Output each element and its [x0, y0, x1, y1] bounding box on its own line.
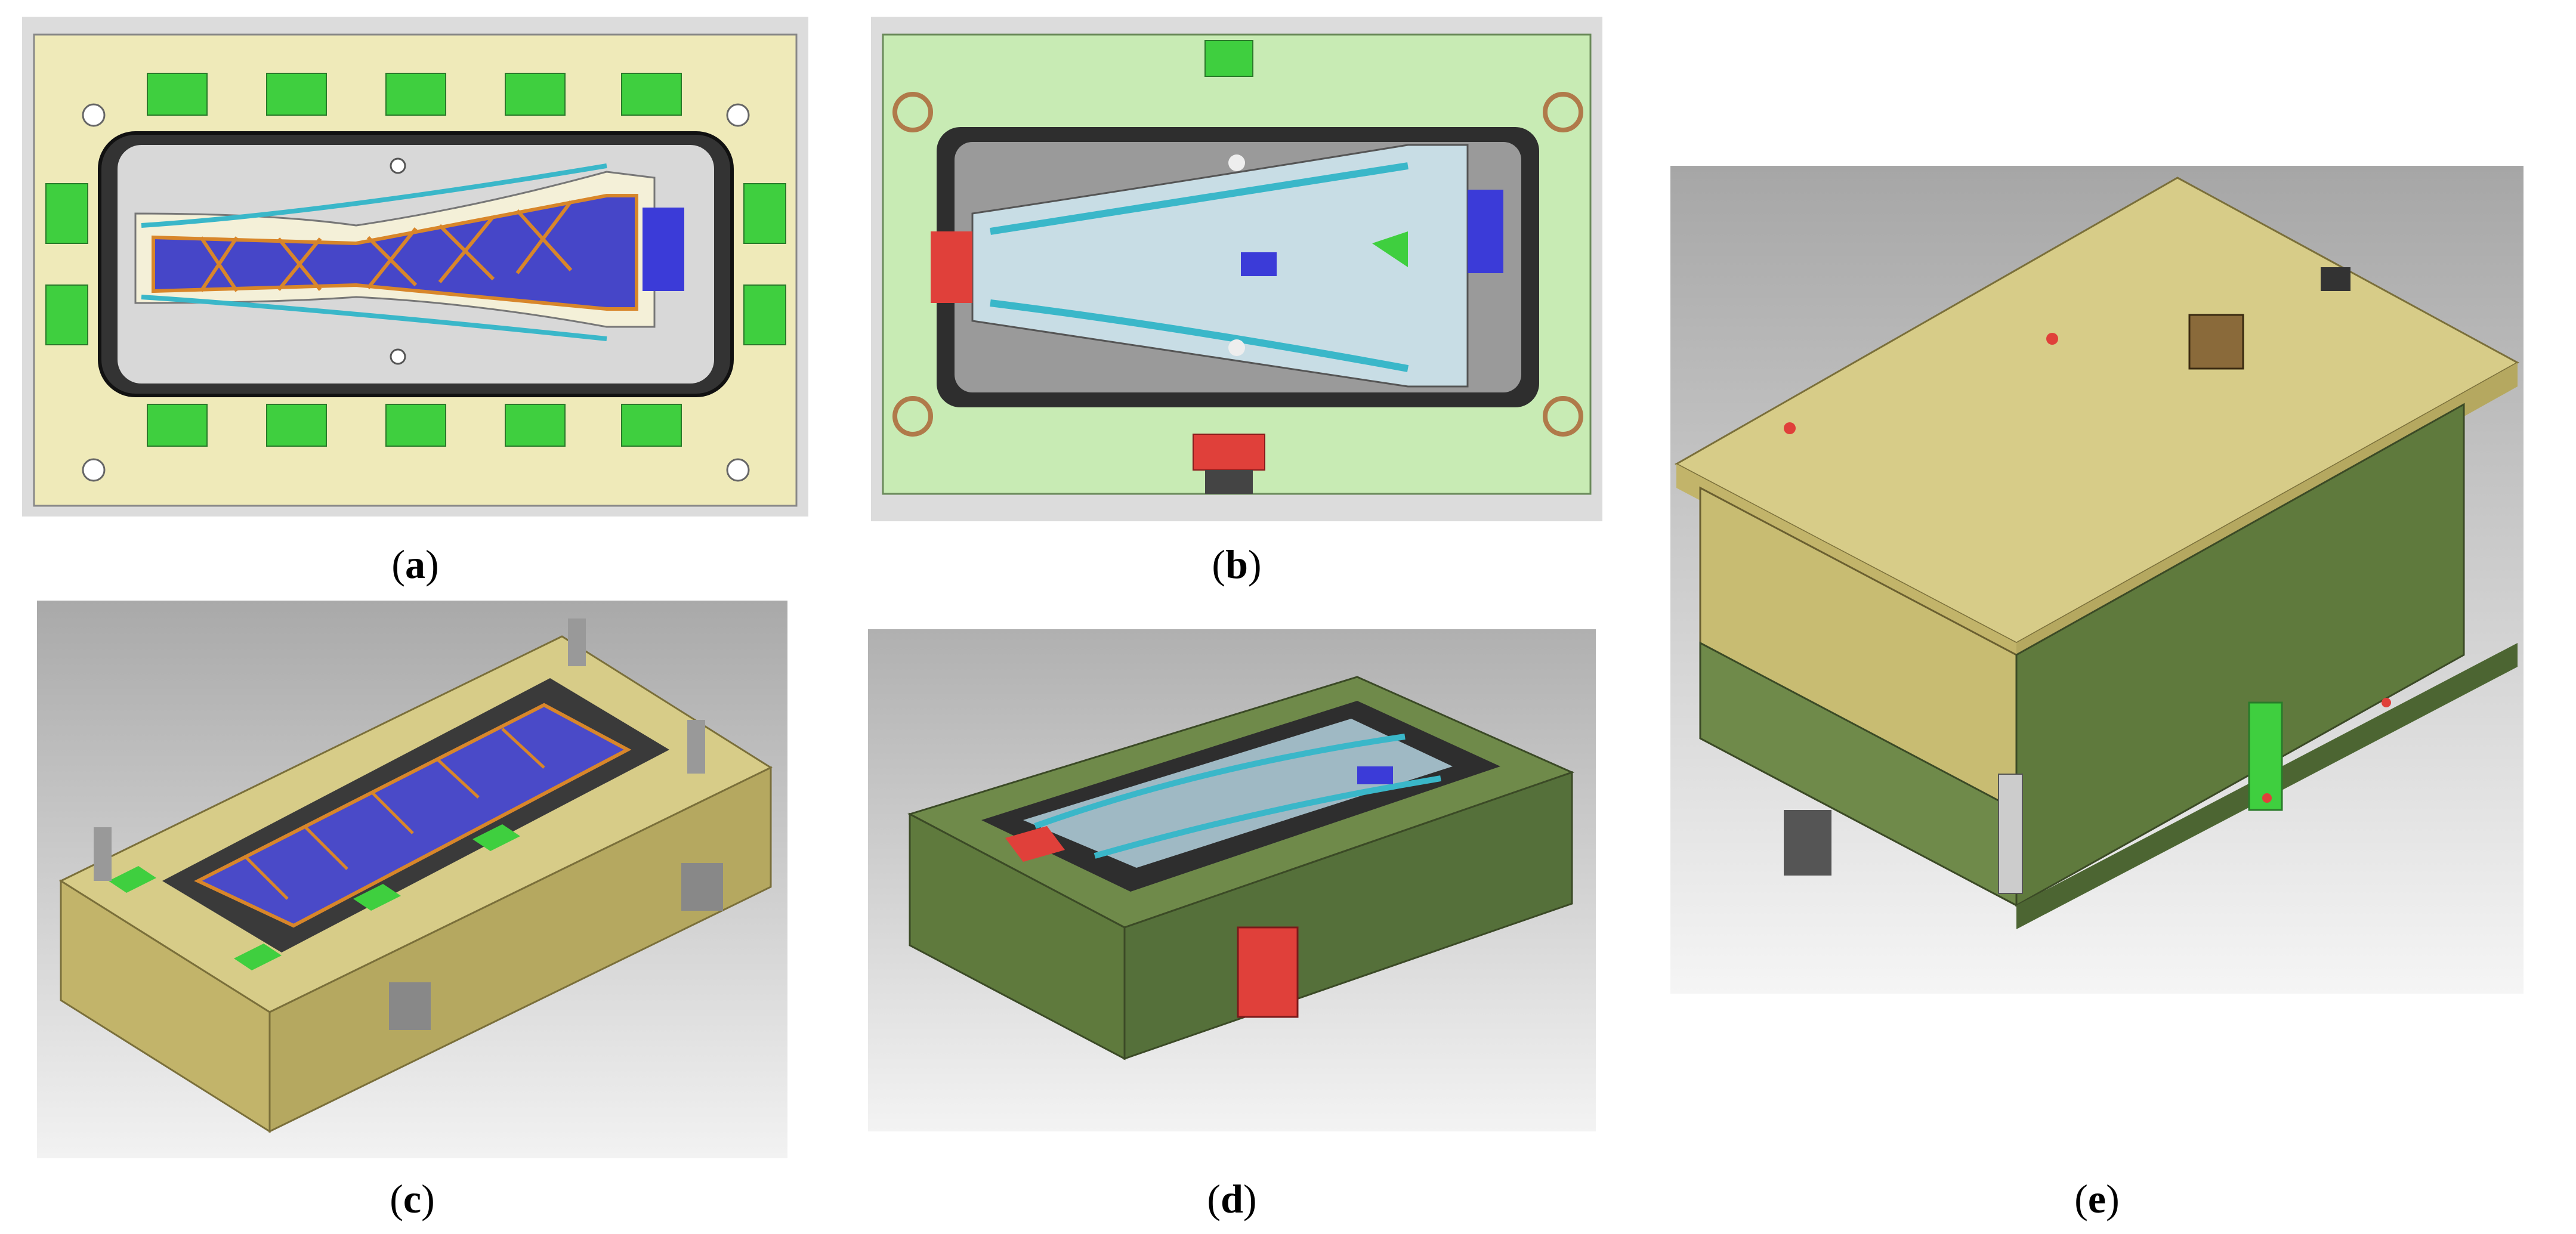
caption-a: (a): [391, 542, 439, 587]
core-plate-illustration: [33, 33, 798, 507]
panel-b-cavity-plate-top-view: [871, 17, 1602, 521]
panel-a-core-plate-top-view: [22, 17, 808, 517]
caption-c-letter: c: [403, 1176, 422, 1221]
caption-b: (b): [1212, 542, 1262, 587]
panel-c-core-half-isometric: [37, 601, 787, 1158]
cavity-half-illustration: [907, 676, 1575, 1060]
caption-d-letter: d: [1221, 1176, 1243, 1221]
caption-b-letter: b: [1225, 542, 1248, 587]
caption-d: (d): [1207, 1176, 1257, 1221]
assembled-mold-illustration: [1674, 177, 2520, 929]
panel-d-cavity-half-isometric: [868, 629, 1596, 1131]
caption-a-letter: a: [405, 542, 425, 587]
caption-c: (c): [390, 1176, 435, 1221]
caption-e-letter: e: [2087, 1176, 2106, 1221]
cavity-plate-illustration: [882, 33, 1592, 495]
caption-e: (e): [2074, 1176, 2120, 1221]
core-half-illustration: [58, 618, 773, 1133]
panel-e-assembled-mold-isometric: [1670, 166, 2524, 994]
